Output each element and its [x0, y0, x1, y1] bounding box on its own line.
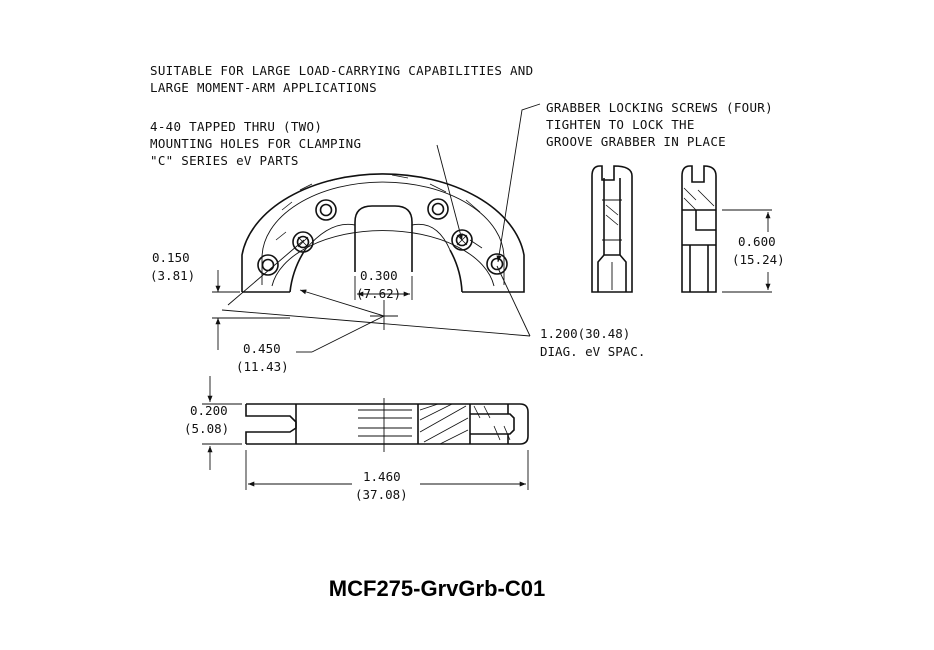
note-grabber-line2: TIGHTEN TO LOCK THE — [546, 117, 695, 132]
leader-tapped-holes — [436, 144, 463, 241]
dimension-side-height: 0.600 (15.24) — [722, 209, 785, 293]
dim-overall-width-mm: (37.08) — [355, 487, 408, 502]
dim-inner-radius-mm: (11.43) — [236, 359, 289, 374]
section-view — [245, 398, 529, 452]
dim-slot-width-inch: 0.300 — [360, 268, 398, 283]
side-view-left — [591, 165, 633, 293]
dim-diag-spacing-label: DIAG. eV SPAC. — [540, 344, 645, 359]
dim-side-height-mm: (15.24) — [732, 252, 785, 267]
dim-inner-radius-inch: 0.450 — [243, 341, 281, 356]
dim-overall-width-inch: 1.460 — [363, 469, 401, 484]
dimension-diag-spacing: 1.200(30.48) DIAG. eV SPAC. — [221, 239, 645, 359]
dimension-inner-radius: 0.450 (11.43) — [236, 289, 385, 374]
tapped-hole-left — [292, 231, 314, 253]
dim-step-height-mm: (3.81) — [150, 268, 195, 283]
note-tapped-line2: MOUNTING HOLES FOR CLAMPING — [150, 136, 361, 151]
dim-step-height-inch: 0.150 — [152, 250, 190, 265]
dim-slot-width-mm: (7.62) — [356, 286, 401, 301]
part-number-label: MCF275-GrvGrb-C01 — [328, 576, 546, 601]
front-view — [241, 173, 525, 330]
note-grabber-line1: GRABBER LOCKING SCREWS (FOUR) — [546, 100, 773, 115]
dimension-thickness: 0.200 (5.08) — [184, 376, 242, 470]
dim-side-height-inch: 0.600 — [738, 234, 776, 249]
dimension-overall-width: 1.460 (37.08) — [245, 450, 529, 502]
dim-thickness-mm: (5.08) — [184, 421, 229, 436]
note-application-line1: SUITABLE FOR LARGE LOAD-CARRYING CAPABIL… — [150, 63, 533, 78]
leader-grabber-screws — [496, 103, 541, 263]
dimension-slot-width: 0.300 (7.62) — [354, 268, 413, 301]
note-application-line2: LARGE MOMENT-ARM APPLICATIONS — [150, 80, 377, 95]
dim-thickness-inch: 0.200 — [190, 403, 228, 418]
note-tapped-line3: "C" SERIES eV PARTS — [150, 153, 299, 168]
dimension-step-height: 0.150 (3.81) — [150, 250, 290, 350]
mounting-hole-right — [427, 198, 449, 220]
dim-diag-spacing-value: 1.200(30.48) — [540, 326, 630, 341]
note-grabber-line3: GROOVE GRABBER IN PLACE — [546, 134, 726, 149]
mounting-hole-left — [315, 199, 337, 221]
note-tapped-line1: 4-40 TAPPED THRU (TWO) — [150, 119, 322, 134]
side-view-right — [681, 165, 717, 293]
